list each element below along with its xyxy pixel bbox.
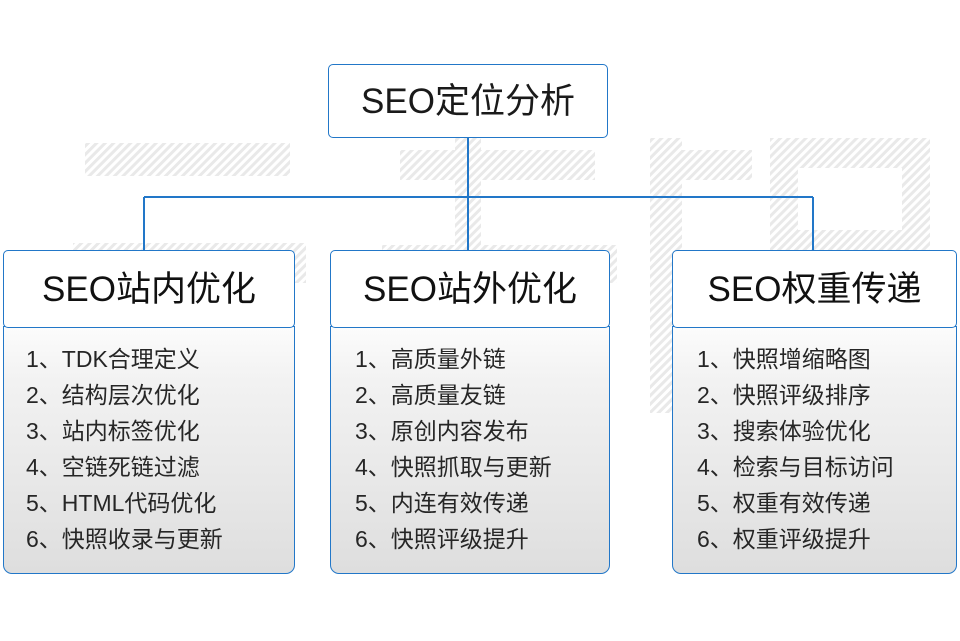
- list-item: 1、高质量外链: [355, 346, 506, 372]
- list-item: 5、权重有效传递: [697, 490, 871, 516]
- list-item: 3、原创内容发布: [355, 418, 529, 444]
- list-item: 2、快照评级排序: [697, 382, 871, 408]
- list-item: 6、快照收录与更新: [26, 526, 223, 552]
- list-item: 5、内连有效传递: [355, 490, 529, 516]
- branch-header-label-3: SEO权重传递: [707, 269, 922, 309]
- list-item: 5、HTML代码优化: [26, 490, 217, 516]
- list-item: 6、快照评级提升: [355, 526, 529, 552]
- branch-header-1[interactable]: SEO站内优化: [3, 250, 295, 328]
- branch-header-3[interactable]: SEO权重传递: [672, 250, 957, 328]
- list-item: 4、空链死链过滤: [26, 454, 200, 480]
- branch-item-list-2: 1、高质量外链 2、高质量友链 3、原创内容发布 4、快照抓取与更新 5、内连有…: [331, 341, 609, 557]
- branch-body-2: 1、高质量外链 2、高质量友链 3、原创内容发布 4、快照抓取与更新 5、内连有…: [330, 326, 610, 574]
- list-item: 1、TDK合理定义: [26, 346, 200, 372]
- root-node-label: SEO定位分析: [361, 81, 575, 121]
- list-item: 4、检索与目标访问: [697, 454, 894, 480]
- root-node[interactable]: SEO定位分析: [328, 64, 608, 138]
- branch-item-list-3: 1、快照增缩略图 2、快照评级排序 3、搜索体验优化 4、检索与目标访问 5、权…: [673, 341, 956, 557]
- branch-column-2: SEO站外优化 1、高质量外链 2、高质量友链 3、原创内容发布 4、快照抓取与…: [330, 250, 610, 574]
- branch-body-3: 1、快照增缩略图 2、快照评级排序 3、搜索体验优化 4、检索与目标访问 5、权…: [672, 326, 957, 574]
- list-item: 6、权重评级提升: [697, 526, 871, 552]
- list-item: 2、高质量友链: [355, 382, 506, 408]
- branch-header-label-2: SEO站外优化: [363, 269, 577, 309]
- list-item: 3、搜索体验优化: [697, 418, 871, 444]
- list-item: 4、快照抓取与更新: [355, 454, 552, 480]
- branch-body-1: 1、TDK合理定义 2、结构层次优化 3、站内标签优化 4、空链死链过滤 5、H…: [3, 326, 295, 574]
- list-item: 3、站内标签优化: [26, 418, 200, 444]
- branch-column-3: SEO权重传递 1、快照增缩略图 2、快照评级排序 3、搜索体验优化 4、检索与…: [672, 250, 957, 574]
- list-item: 1、快照增缩略图: [697, 346, 871, 372]
- branch-header-label-1: SEO站内优化: [42, 269, 256, 309]
- list-item: 2、结构层次优化: [26, 382, 200, 408]
- branch-header-2[interactable]: SEO站外优化: [330, 250, 610, 328]
- branch-item-list-1: 1、TDK合理定义 2、结构层次优化 3、站内标签优化 4、空链死链过滤 5、H…: [4, 341, 294, 557]
- branch-column-1: SEO站内优化 1、TDK合理定义 2、结构层次优化 3、站内标签优化 4、空链…: [3, 250, 295, 574]
